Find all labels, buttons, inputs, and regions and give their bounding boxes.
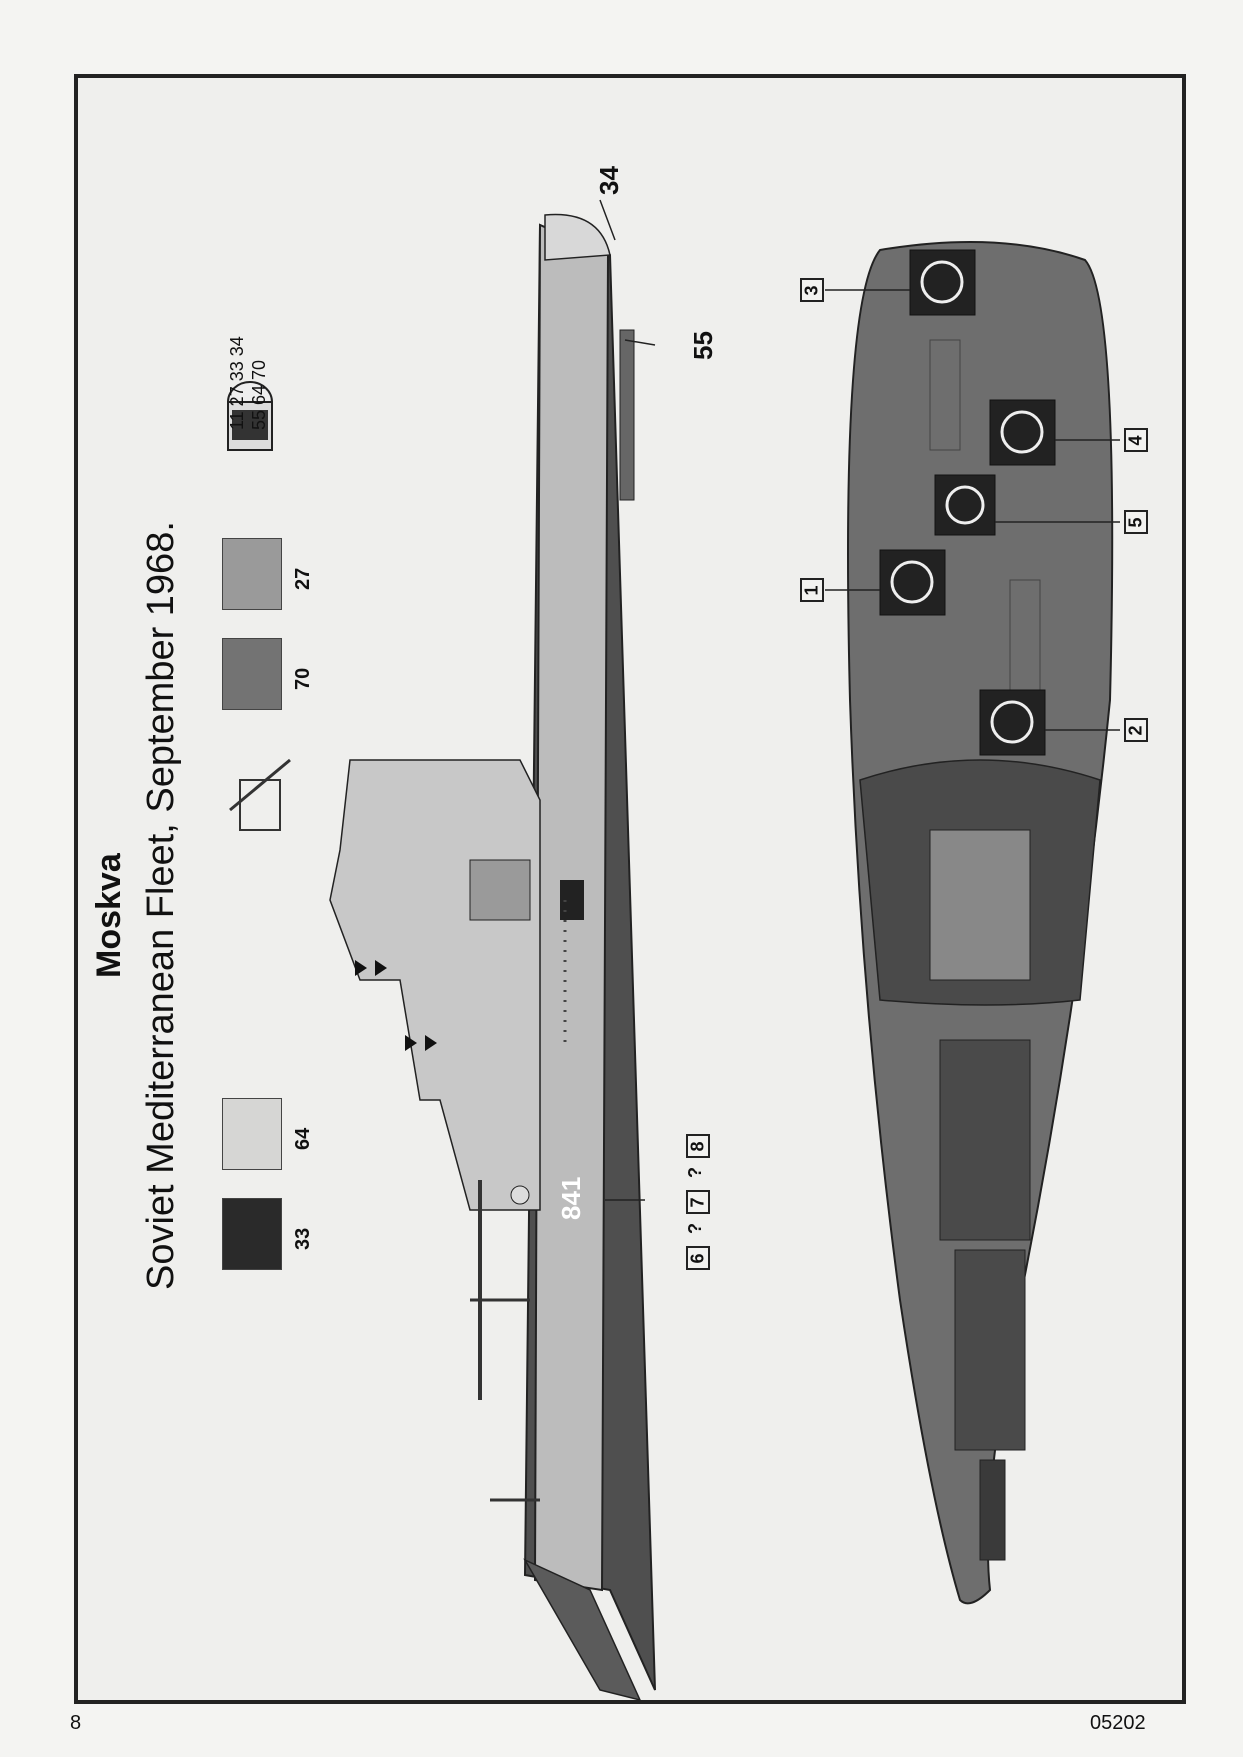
paint-swatch-27 bbox=[222, 538, 282, 610]
part-ref-34: 34 bbox=[594, 166, 624, 195]
paint-swatch-70 bbox=[222, 638, 282, 710]
deck-marking-1: 1 bbox=[800, 578, 824, 602]
decal-7: 7 bbox=[686, 1190, 710, 1214]
decal-6: 6 bbox=[686, 1246, 710, 1270]
decal-separator: ? bbox=[685, 1167, 705, 1178]
paint-mix-codes: 11 27 33 34 55 64 70 bbox=[227, 336, 269, 430]
top-view bbox=[825, 241, 1120, 1605]
deck-marking-3: 3 bbox=[800, 278, 824, 302]
part-ref-55: 55 bbox=[688, 331, 718, 360]
hull-number: 841 bbox=[556, 1176, 586, 1220]
paint-swatch-33 bbox=[222, 1198, 282, 1270]
deck-marking-2: 2 bbox=[1124, 718, 1148, 742]
decal-8: 8 bbox=[686, 1134, 710, 1158]
deck-marking-4: 4 bbox=[1124, 428, 1148, 452]
side-profile bbox=[229, 199, 656, 1702]
page-number: 8 bbox=[70, 1712, 82, 1734]
paint-swatch-64 bbox=[222, 1098, 282, 1170]
deck-marking-5: 5 bbox=[1124, 510, 1148, 534]
decal-separator: ? bbox=[685, 1223, 705, 1234]
kit-code: 05202 bbox=[1090, 1712, 1146, 1734]
